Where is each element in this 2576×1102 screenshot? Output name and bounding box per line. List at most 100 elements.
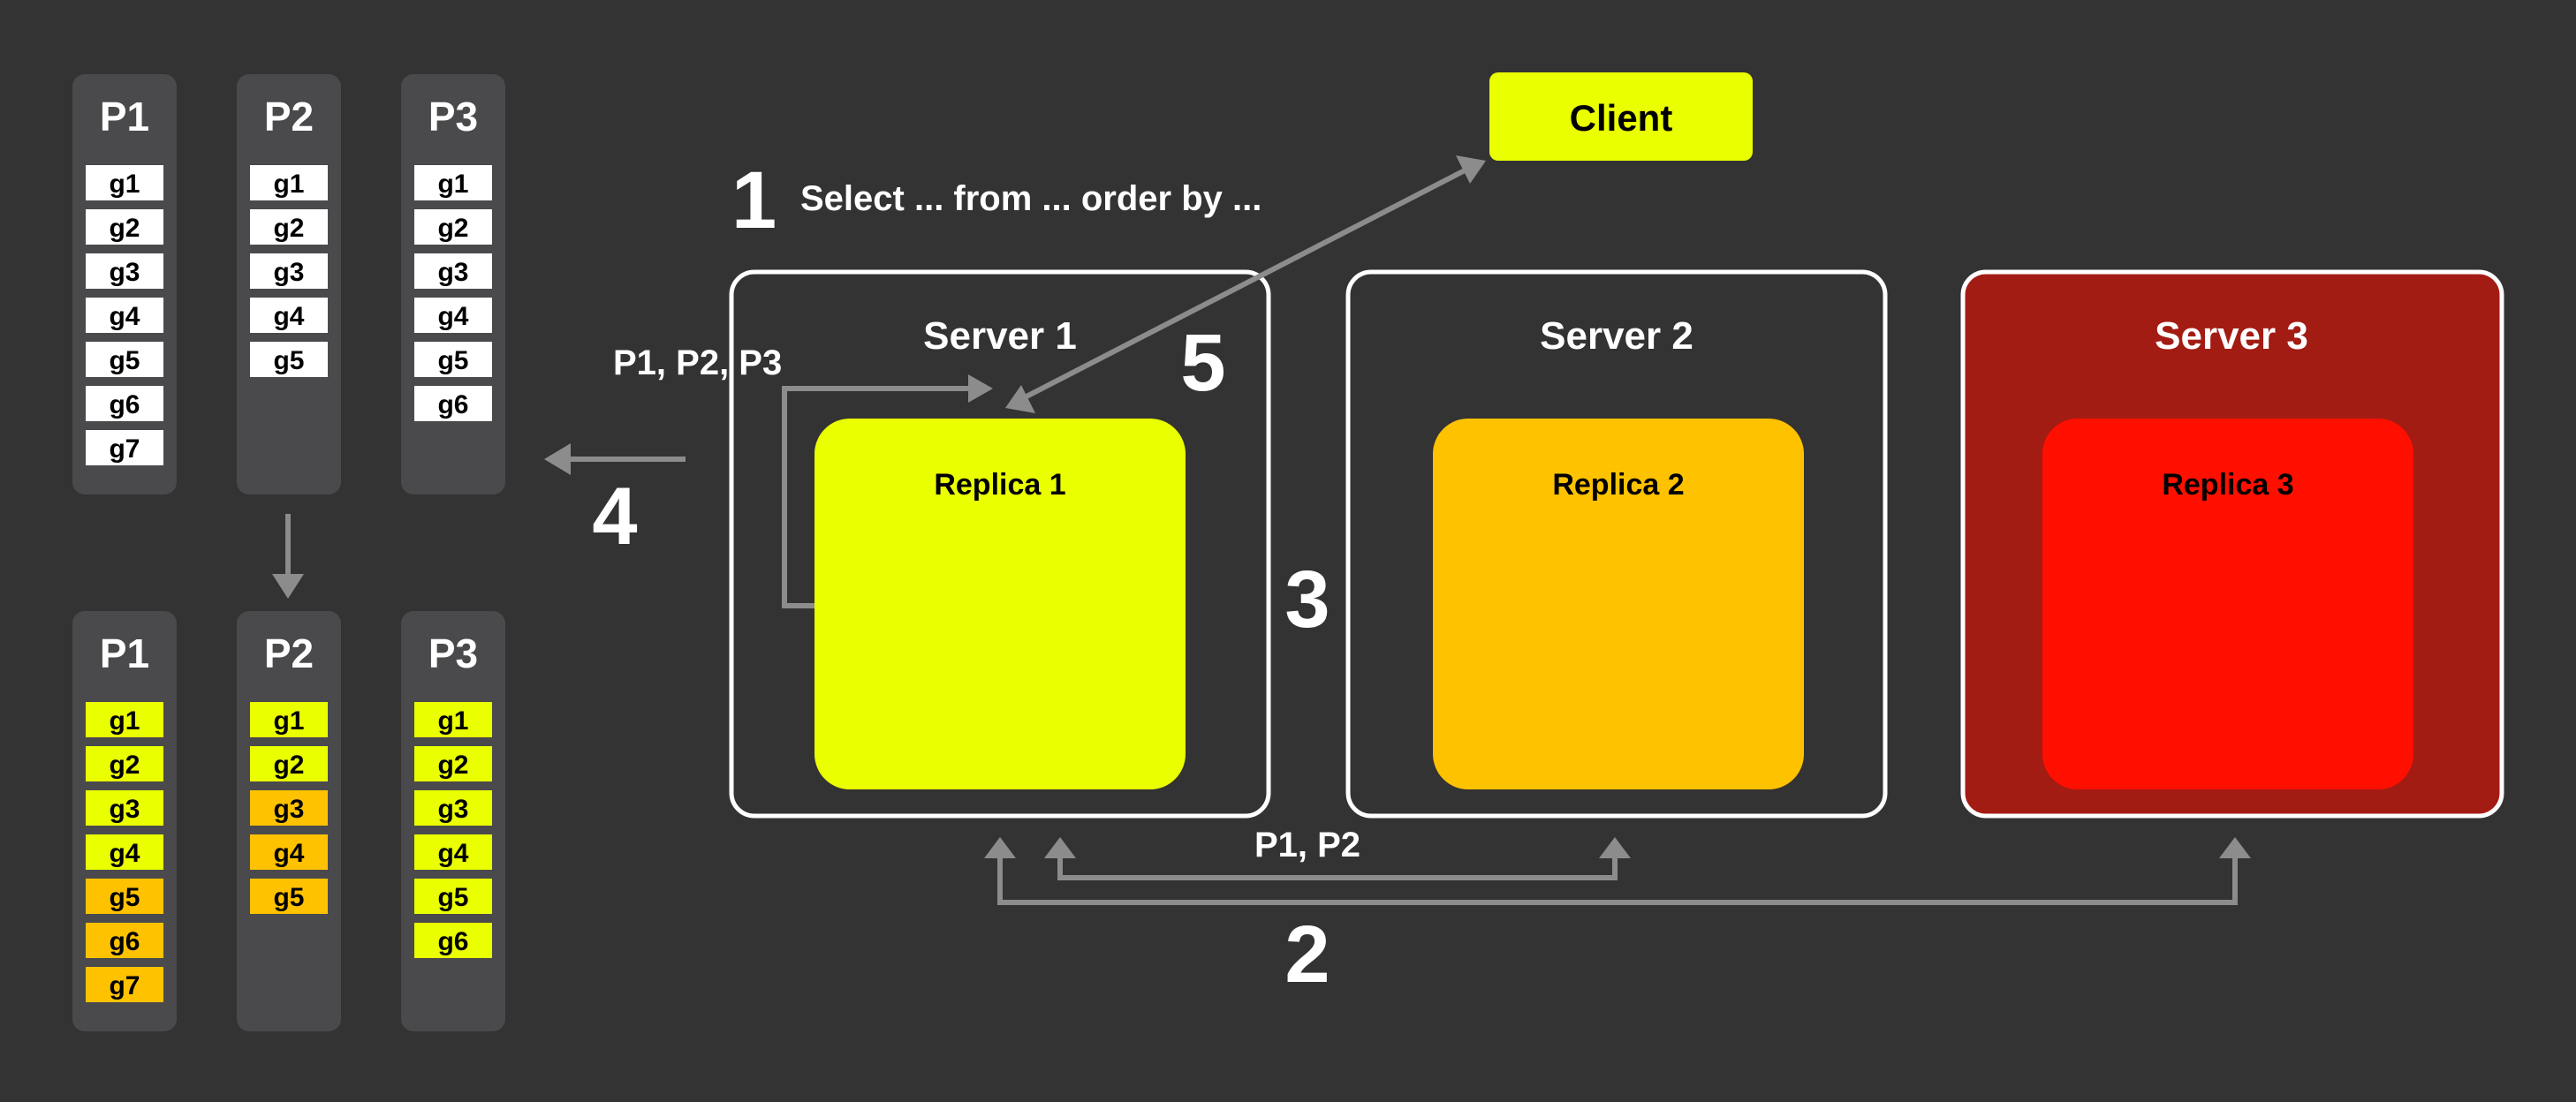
partitions_after-cell	[414, 746, 492, 781]
server-1-box	[729, 269, 1271, 819]
partitions_before-cell	[86, 209, 163, 245]
step4-loop-arrow	[782, 374, 993, 608]
partitions_before-cell-label: g1	[273, 170, 304, 199]
partitions_after-cell-label: g3	[109, 795, 140, 824]
partitions_before-cell	[250, 209, 328, 245]
partitions_after-cell-label: g5	[273, 883, 304, 912]
partitions_before-panel-label: P2	[264, 94, 314, 140]
partitions_after-cell-label: g2	[437, 751, 468, 780]
partitions-after-group: P1g1g2g3g4g5g6g7P2g1g2g3g4g5P3g1g2g3g4g5…	[72, 611, 505, 1031]
server-2-label: Server 2	[1540, 314, 1693, 358]
partitions_after-cell	[86, 790, 163, 826]
partitions_after-cell	[250, 790, 328, 826]
partitions_before-cell-label: g2	[437, 214, 468, 243]
partitions_after-cell-label: g1	[437, 706, 468, 736]
partitions_after-cell	[86, 702, 163, 737]
partitions_before-cell	[250, 342, 328, 377]
partitions_after-cell	[250, 879, 328, 914]
partitions_before-cell	[86, 253, 163, 289]
partitions_after-panel-label: P2	[264, 630, 314, 676]
partitions_before-cell	[86, 342, 163, 377]
partitions_before-cell	[250, 253, 328, 289]
partitions_before-cell	[86, 386, 163, 421]
partitions_before-cell	[414, 209, 492, 245]
partitions_before-cell-label: g6	[109, 390, 140, 419]
replica-2-label: Replica 2	[1552, 468, 1684, 502]
partitions_after-cell	[86, 834, 163, 870]
partitions_before-cell-label: g4	[273, 302, 304, 331]
partitions_after-cell	[414, 834, 492, 870]
partitions_before-cell-label: g5	[437, 346, 468, 375]
partitions_after-cell	[250, 702, 328, 737]
partitions_before-cell	[414, 253, 492, 289]
partitions_after-cell-label: g5	[437, 883, 468, 912]
server-2-box	[1345, 269, 1888, 819]
partitions_before-panel-label: P1	[100, 94, 149, 140]
step2-label: P1, P2	[1254, 826, 1360, 864]
step5-number: 5	[1180, 318, 1225, 408]
partitions_after-panel-label: P3	[428, 630, 478, 676]
replica-2-box	[1433, 419, 1804, 789]
partitions_before-cell-label: g1	[109, 170, 140, 199]
partitions_before-cell-label: g4	[437, 302, 468, 331]
partitions_before-cell	[414, 298, 492, 333]
partitions_before-cell-label: g4	[109, 302, 140, 331]
step2-arrows	[984, 837, 2251, 905]
partitions_before-cell-label: g3	[273, 258, 304, 287]
step4-number: 4	[592, 472, 637, 562]
step4-arrow	[544, 443, 686, 475]
partitions_before-cell	[86, 298, 163, 333]
partitions_before-cell-label: g1	[437, 170, 468, 199]
step3-number: 3	[1284, 555, 1330, 645]
partitions_after-cell-label: g2	[109, 751, 140, 780]
replica-1-label: Replica 1	[934, 468, 1065, 502]
partitions_after-cell-label: g4	[437, 839, 468, 868]
partitions_after-cell-label: g6	[437, 927, 468, 956]
server-3-label: Server 3	[2155, 314, 2308, 358]
client-replica-arrow	[1005, 155, 1486, 413]
partitions_before-cell	[414, 342, 492, 377]
step2-number: 2	[1284, 910, 1330, 1000]
partitions_after-cell	[414, 879, 492, 914]
partitions_before-cell	[414, 165, 492, 200]
partitions_before-cell-label: g3	[109, 258, 140, 287]
partitions_after-cell	[250, 834, 328, 870]
partitions_before-cell-label: g7	[109, 434, 140, 464]
partitions_before-cell	[250, 298, 328, 333]
partitions_before-panel-label: P3	[428, 94, 478, 140]
step4-label: P1, P2, P3	[613, 343, 782, 382]
partitions_before-cell-label: g3	[437, 258, 468, 287]
partitions_before-cell-label: g2	[273, 214, 304, 243]
step1-query: Select ... from ... order by ...	[800, 179, 1261, 218]
step1-number: 1	[731, 155, 777, 245]
partitions_after-cell-label: g3	[437, 795, 468, 824]
partitions_before-cell	[414, 386, 492, 421]
partitions_after-cell	[250, 746, 328, 781]
partitions_after-cell-label: g7	[109, 971, 140, 1000]
partitions_after-cell	[86, 879, 163, 914]
partitions_after-cell	[86, 967, 163, 1002]
partitions_after-cell	[86, 923, 163, 958]
partitions_after-cell	[414, 702, 492, 737]
partitions_after-panel-label: P1	[100, 630, 149, 676]
client-box	[1489, 72, 1753, 161]
replica-3-label: Replica 3	[2162, 468, 2293, 502]
partitions-before-group: P1 g1 g2 g3 g4 g5 g6 g7 P2 g1 g2 g3 g4 g5 P3 g1 g2 g3 g4 g5…	[72, 74, 505, 494]
partitions_before-cell-label: g6	[437, 390, 468, 419]
partitions_after-cell-label: g1	[109, 706, 140, 736]
partitions_before-cell-label: g5	[109, 346, 140, 375]
replica-1-box	[814, 419, 1186, 789]
partitions_after-cell-label: g4	[273, 839, 304, 868]
partitions_after-cell	[414, 790, 492, 826]
client-label: Client	[1570, 97, 1673, 139]
server-1-label: Server 1	[923, 314, 1077, 358]
partitions_after-cell	[86, 746, 163, 781]
partitions_before-cell-label: g2	[109, 214, 140, 243]
partitions_after-cell-label: g5	[109, 883, 140, 912]
partitions_before-cell-label: g5	[273, 346, 304, 375]
partitions_after-cell-label: g6	[109, 927, 140, 956]
partitions_before-cell	[86, 430, 163, 465]
replica-3-box	[2042, 419, 2413, 789]
partitions_after-cell-label: g4	[109, 839, 140, 868]
